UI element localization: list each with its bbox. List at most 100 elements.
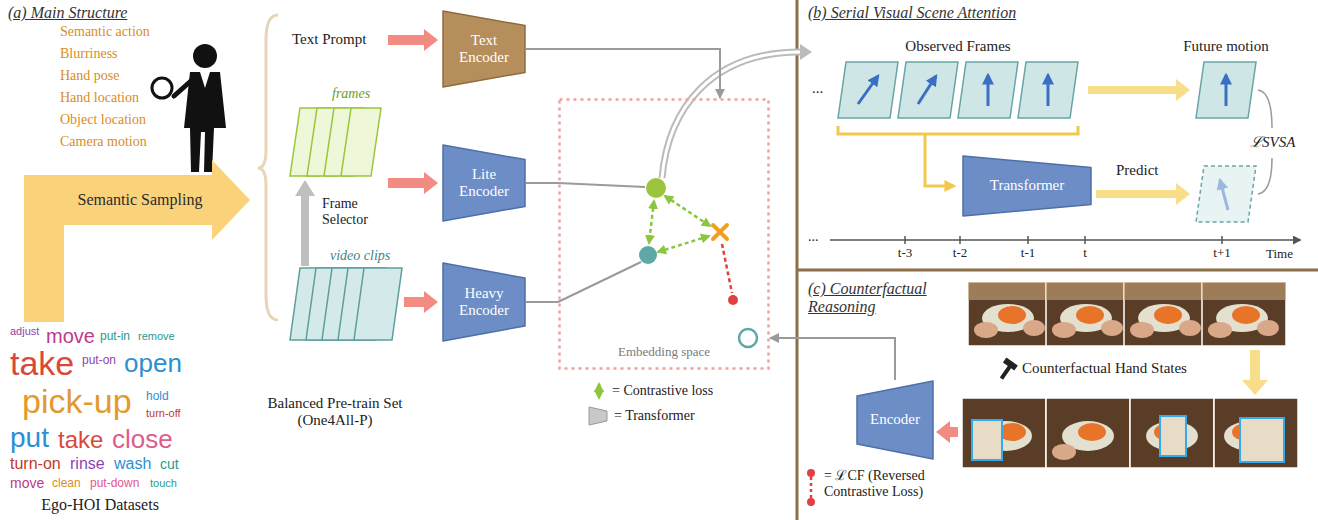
- node-text: Semantic Sampling: [78, 191, 203, 209]
- counterfactual-photo: [962, 398, 1046, 468]
- video-photo: [1208, 322, 1232, 338]
- counterfactual-photo: [972, 420, 1002, 460]
- future-frame: [1088, 79, 1190, 101]
- word-cloud-word: clean: [52, 477, 81, 489]
- node-outline: [443, 263, 525, 341]
- encoder-block: Text Encoder: [442, 10, 526, 88]
- time-tick-label: t+1: [1202, 246, 1242, 261]
- video-photo: [968, 282, 1052, 346]
- frame-stack: [341, 108, 381, 176]
- video-photo: [1052, 322, 1076, 338]
- sample-brace: [258, 15, 278, 320]
- node-outline: [24, 160, 250, 322]
- video-photo: [998, 306, 1026, 324]
- word-cloud-word: open: [124, 350, 182, 376]
- sample-brace: [258, 15, 278, 320]
- embedding-points: [658, 236, 709, 252]
- feature-flow-arrow: [800, 44, 812, 60]
- frame-selector-arrow: [295, 180, 315, 266]
- step-label: Frame Selector: [322, 196, 392, 228]
- word-cloud-word: turn-on: [10, 456, 61, 472]
- time-axis: [830, 236, 1300, 244]
- legend-item: = ℒCF (Reversed Contrastive Loss): [804, 468, 974, 506]
- loss-leader: [1258, 90, 1272, 128]
- person-icon: [193, 44, 217, 68]
- video-photo: [1124, 282, 1208, 300]
- encoder-block: Lite Encoder: [442, 144, 526, 222]
- video-clip-stack: [354, 268, 402, 340]
- loss-label: ℒSVSA: [1250, 134, 1295, 151]
- embedding-link: [558, 183, 645, 187]
- observed-frame: [918, 76, 936, 104]
- node-label-box: Transformer: [962, 155, 1092, 217]
- video-photo: [968, 282, 1286, 346]
- future-frame: [1088, 62, 1256, 118]
- word-cloud-word: rinse: [70, 456, 105, 472]
- counterfactual-photo: [1078, 423, 1106, 441]
- video-photo: [1046, 282, 1130, 300]
- connector: [770, 338, 895, 380]
- video-photo: [1154, 306, 1182, 324]
- word-cloud-word: wash: [114, 456, 151, 472]
- connector: [526, 301, 558, 303]
- embedding-points: [665, 196, 710, 226]
- observed-frame: [898, 62, 958, 118]
- future-frame: [1225, 75, 1228, 106]
- observed-frame: [958, 62, 1018, 118]
- contrastive-sample: [598, 384, 601, 398]
- node-label-box: Text Encoder: [442, 10, 526, 88]
- node-text: Embedding space: [618, 345, 710, 360]
- embedding-points: [639, 178, 757, 347]
- time-axis: [904, 236, 906, 244]
- panel-title: (b) Serial Visual Scene Attention: [808, 4, 1016, 22]
- embedding-space: Embedding space: [558, 98, 770, 370]
- embedding-points: [649, 201, 654, 243]
- person-icon: [152, 78, 172, 98]
- encoder-block: Heavy Encoder: [442, 262, 526, 342]
- person-icon: [184, 72, 226, 172]
- node-shape: [24, 160, 250, 322]
- word-cloud-word: hold: [146, 390, 169, 402]
- word-cloud-word: put-down: [90, 477, 139, 489]
- word-cloud-word: adjust: [10, 326, 39, 337]
- legend-text: = ℒCF (Reversed Contrastive Loss): [824, 468, 974, 500]
- predicted-frame: [1220, 180, 1228, 210]
- word-cloud-word: take: [58, 428, 103, 452]
- legend-text: = Transformer: [614, 408, 695, 424]
- predicted-frame: [1196, 166, 1256, 222]
- reversed-loss-sample: [807, 469, 815, 477]
- embedding-points: [646, 178, 666, 198]
- sampling-arrow: Semantic Sampling: [24, 160, 250, 322]
- node-outline: [443, 145, 525, 221]
- attribute-label: Blurriness: [60, 46, 118, 62]
- time-tick-label: t: [1065, 246, 1105, 261]
- legend-sample: [592, 380, 606, 402]
- node-label-box: Heavy Encoder: [442, 262, 526, 342]
- connector: [526, 49, 720, 98]
- panel-divider: [796, 0, 799, 520]
- ellipsis: ...: [808, 229, 819, 245]
- input-arrow: [388, 29, 438, 51]
- time-axis: [1221, 236, 1223, 244]
- input-arrow: [936, 421, 958, 443]
- counterfactual-photo: [962, 398, 1298, 468]
- video-photo: [1046, 282, 1130, 346]
- time-axis: [1027, 236, 1029, 244]
- panel-divider: [797, 269, 1318, 272]
- word-cloud-word: cut: [160, 457, 179, 471]
- node-label-box: Lite Encoder: [442, 144, 526, 222]
- counterfactual-photo: [1214, 398, 1298, 468]
- time-axis: [1084, 236, 1086, 244]
- predicted-frame: [1096, 183, 1190, 205]
- video-photo: [968, 282, 1052, 300]
- embedding-link: [558, 262, 641, 302]
- input-arrow: [404, 291, 438, 313]
- time-axis: [959, 236, 961, 244]
- feature-flow-arrow: [662, 52, 800, 178]
- word-cloud-word: touch: [150, 478, 177, 489]
- observed-frame: [1047, 75, 1050, 106]
- word-cloud-word: close: [112, 426, 173, 452]
- connector: [526, 182, 558, 184]
- attribute-label: Object location: [60, 112, 146, 128]
